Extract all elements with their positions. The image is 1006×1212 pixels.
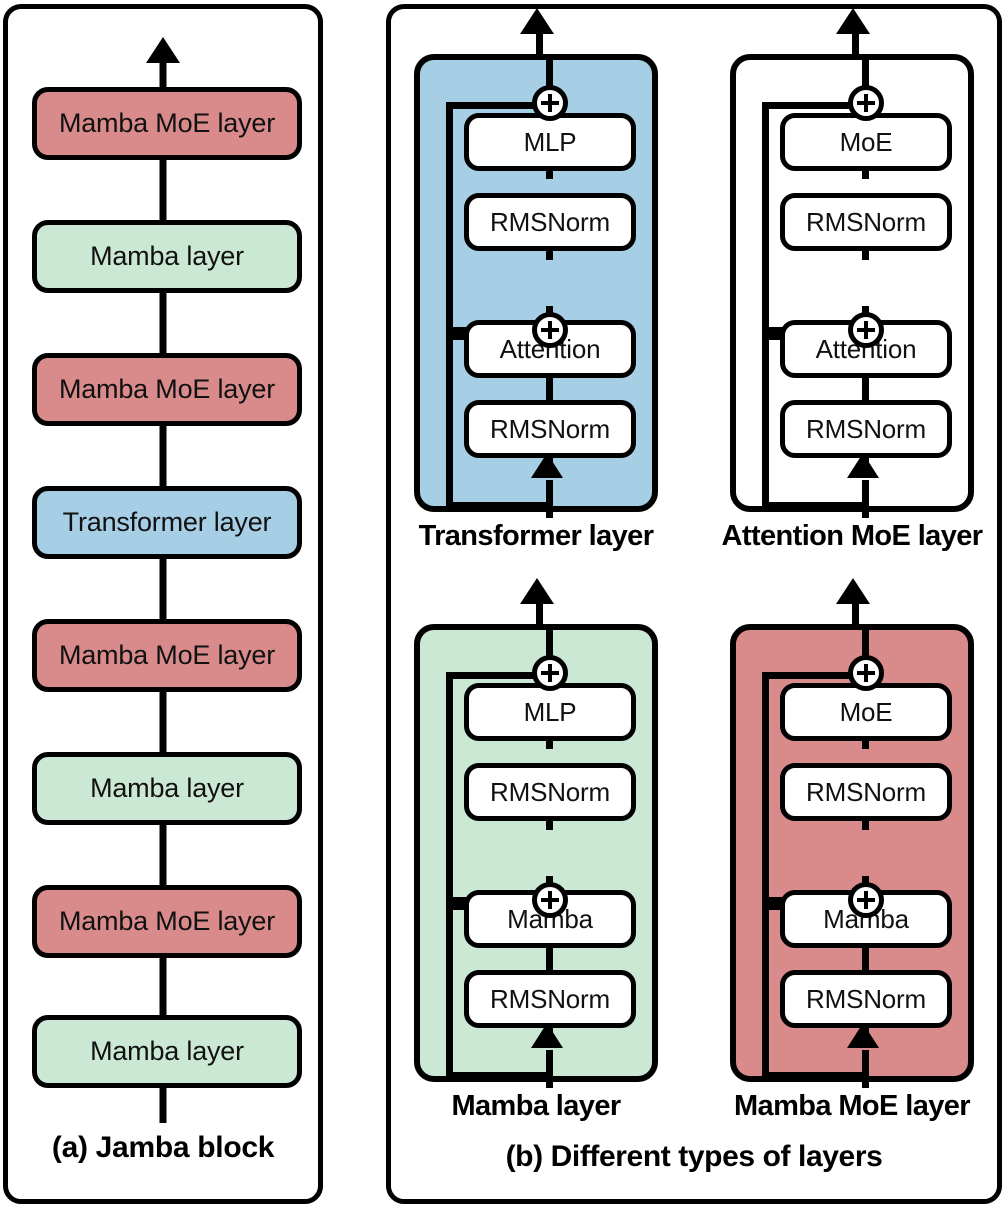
unit-caption-mamba-moe-layer: Mamba MoE layer — [734, 1090, 971, 1122]
panel-a-caption: (a) Jamba block — [51, 1131, 275, 1164]
layer-label: Mamba MoE layer — [58, 640, 276, 670]
adder-icon-bottom — [532, 312, 568, 348]
unit-mamba-output-arrow-icon — [520, 578, 554, 604]
layer-label: Mamba layer — [90, 1036, 244, 1066]
spine-top — [546, 629, 553, 669]
residual-bypass-2 — [762, 903, 769, 1079]
adder-icon-top — [532, 85, 568, 121]
residual-bypass-1-top — [446, 102, 546, 109]
spine-top — [546, 59, 553, 99]
layer-label: Transformer layer — [62, 507, 272, 537]
residual-bypass-1-top — [762, 102, 862, 109]
inner-box-label: RMSNorm — [490, 413, 610, 444]
residual-bypass-2-bottom — [446, 1072, 546, 1079]
unit-caption-transformer-layer: Transformer layer — [418, 520, 654, 552]
unit-attention-moe-output-line — [852, 22, 859, 58]
residual-bypass-2-bottom — [446, 502, 546, 509]
layer-box-mamba-moe-2[interactable]: Mamba MoE layer — [32, 353, 302, 426]
layer-label: Mamba layer — [90, 773, 244, 803]
inner-box-label: MoE — [839, 696, 893, 727]
residual-bypass-2 — [446, 333, 453, 509]
inner-box-moe[interactable]: MoE — [780, 113, 952, 171]
inner-box-rmsnorm-lower[interactable]: RMSNorm — [464, 400, 636, 458]
layer-label: Mamba MoE layer — [58, 374, 276, 404]
adder-icon-bottom — [532, 882, 568, 918]
inner-box-rmsnorm-lower[interactable]: RMSNorm — [780, 970, 952, 1028]
spine-plus2-to-attn — [862, 330, 869, 450]
inner-box-label: RMSNorm — [806, 206, 926, 237]
layer-box-mamba-2[interactable]: Mamba layer — [32, 752, 302, 825]
unit-transformer-output-arrow-icon — [520, 8, 554, 34]
spine-bottom — [546, 480, 553, 518]
layer-label: Mamba MoE layer — [58, 108, 276, 138]
residual-bypass-1-top — [762, 672, 862, 679]
inner-box-label: RMSNorm — [806, 983, 926, 1014]
inner-box-label: RMSNorm — [490, 776, 610, 807]
layer-box-mamba-moe-3[interactable]: Mamba MoE layer — [32, 619, 302, 692]
spine-plus2-to-mamba — [862, 900, 869, 1020]
adder-icon-bottom — [848, 312, 884, 348]
inner-box-label: MoE — [839, 126, 893, 157]
unit-caption-mamba-layer: Mamba layer — [451, 1090, 621, 1122]
spine-bottom — [862, 1050, 869, 1088]
unit-caption-attention-moe-layer: Attention MoE layer — [721, 520, 984, 552]
unit-attention-moe-output-arrow-icon — [836, 8, 870, 34]
spine-bottom — [862, 480, 869, 518]
spine-plus2-to-mamba — [546, 900, 553, 1020]
panel-jamba-block: Mamba MoE layer Mamba layer Mamba MoE la… — [3, 4, 323, 1204]
unit-attention-moe-layer[interactable]: MoE RMSNorm Attention RMSNorm — [730, 54, 974, 518]
residual-bypass-2 — [446, 903, 453, 1079]
spine-bottom — [546, 1050, 553, 1088]
spine-plus2-to-attn — [546, 330, 553, 450]
layer-box-mamba-1[interactable]: Mamba layer — [32, 220, 302, 293]
unit-mamba-moe-output-arrow-icon — [836, 578, 870, 604]
residual-bypass-2 — [762, 333, 769, 509]
inner-box-label: RMSNorm — [806, 413, 926, 444]
inner-box-mlp[interactable]: MLP — [464, 113, 636, 171]
inner-box-mlp[interactable]: MLP — [464, 683, 636, 741]
adder-icon-top — [848, 85, 884, 121]
unit-mamba-layer[interactable]: MLP RMSNorm Mamba RMSNorm — [414, 624, 658, 1088]
adder-icon-top — [848, 655, 884, 691]
residual-bypass-1 — [446, 672, 453, 904]
inner-box-rmsnorm-upper[interactable]: RMSNorm — [780, 193, 952, 251]
layer-box-mamba-moe-1[interactable]: Mamba MoE layer — [32, 87, 302, 160]
unit-mamba-moe-output-line — [852, 592, 859, 628]
inner-box-label: RMSNorm — [490, 206, 610, 237]
unit-transformer-output-line — [536, 22, 543, 58]
layer-box-mamba-3[interactable]: Mamba layer — [32, 1015, 302, 1088]
inner-box-rmsnorm-upper[interactable]: RMSNorm — [464, 193, 636, 251]
residual-bypass-1 — [762, 102, 769, 334]
inner-box-label: MLP — [523, 696, 577, 727]
residual-bypass-1 — [446, 102, 453, 334]
inner-box-rmsnorm-lower[interactable]: RMSNorm — [780, 400, 952, 458]
inner-box-label: MLP — [523, 126, 577, 157]
adder-icon-bottom — [848, 882, 884, 918]
jamba-output-arrow-icon — [146, 37, 180, 63]
spine-top — [862, 59, 869, 99]
inner-box-moe[interactable]: MoE — [780, 683, 952, 741]
panel-b-caption: (b) Different types of layers — [505, 1140, 883, 1173]
unit-transformer-layer[interactable]: MLP RMSNorm Attention RMSNorm — [414, 54, 658, 518]
layer-box-mamba-moe-4[interactable]: Mamba MoE layer — [32, 885, 302, 958]
adder-icon-top — [532, 655, 568, 691]
residual-bypass-2-bottom — [762, 1072, 862, 1079]
residual-bypass-1-top — [446, 672, 546, 679]
inner-box-label: RMSNorm — [490, 983, 610, 1014]
unit-mamba-moe-layer[interactable]: MoE RMSNorm Mamba RMSNorm — [730, 624, 974, 1088]
inner-box-rmsnorm-upper[interactable]: RMSNorm — [464, 763, 636, 821]
inner-box-label: RMSNorm — [806, 776, 926, 807]
spine-top — [862, 629, 869, 669]
inner-box-rmsnorm-lower[interactable]: RMSNorm — [464, 970, 636, 1028]
layer-label: Mamba MoE layer — [58, 906, 276, 936]
inner-box-rmsnorm-upper[interactable]: RMSNorm — [780, 763, 952, 821]
residual-bypass-2-bottom — [762, 502, 862, 509]
residual-bypass-1 — [762, 672, 769, 904]
layer-box-transformer[interactable]: Transformer layer — [32, 486, 302, 559]
layer-label: Mamba layer — [90, 241, 244, 271]
jamba-flow-line — [159, 63, 167, 1123]
unit-mamba-output-line — [536, 592, 543, 628]
